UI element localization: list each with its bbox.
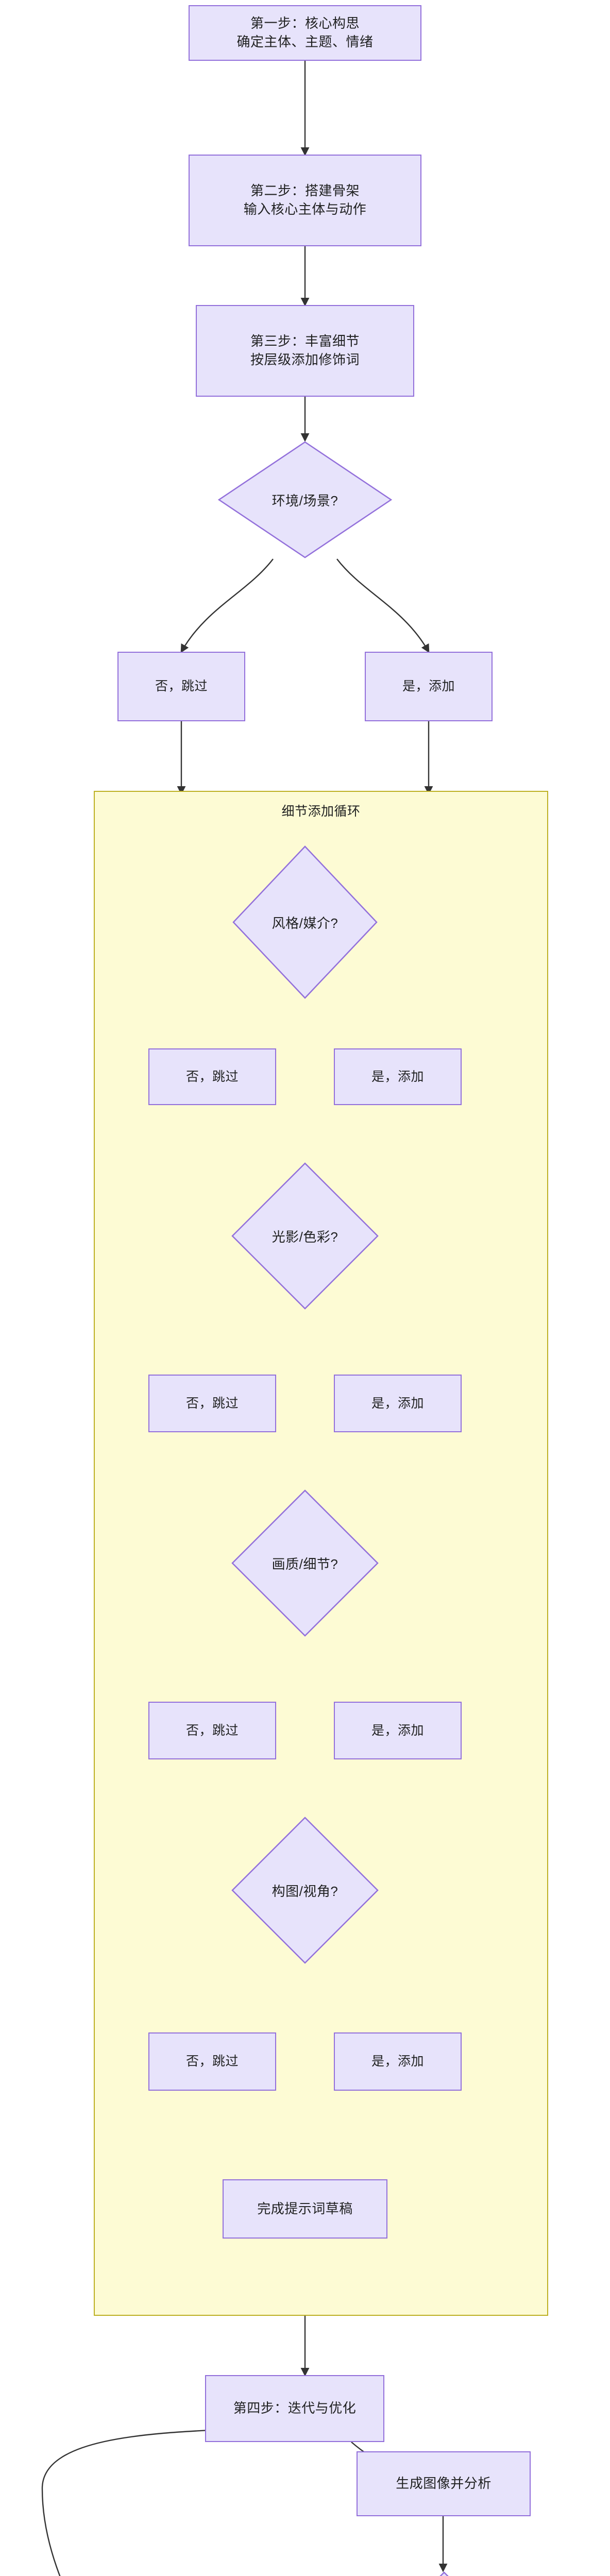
decision-style-label: 风格/媒介? (272, 915, 338, 931)
node-draft[interactable]: 完成提示词草稿 (223, 2179, 387, 2239)
decision-environment-label: 环境/场景? (272, 493, 338, 509)
node-quality-yes[interactable]: 是，添加 (334, 1702, 462, 1759)
subgraph-title: 细节添加循环 (281, 804, 361, 819)
decision-quality[interactable]: 画质/细节? (231, 1489, 379, 1637)
decision-quality-label: 画质/细节? (272, 1556, 338, 1572)
diamond-shape (232, 845, 378, 999)
decision-style[interactable]: 风格/媒介? (232, 845, 378, 999)
node-env-yes[interactable]: 是，添加 (365, 652, 493, 721)
node-style-no[interactable]: 否，跳过 (148, 1048, 276, 1105)
node-light-yes[interactable]: 是，添加 (334, 1375, 462, 1432)
decision-satisfied[interactable]: 结果满意? (370, 2571, 518, 2576)
node-env-no[interactable]: 否，跳过 (117, 652, 245, 721)
diamond-shape (439, 2571, 449, 2576)
diamond-shape (231, 1817, 379, 1964)
diamond-shape (231, 1162, 379, 1310)
decision-light-label: 光影/色彩? (272, 1229, 338, 1245)
decision-environment[interactable]: 环境/场景? (217, 440, 393, 559)
diamond-shape (217, 441, 393, 558)
node-step4[interactable]: 第四步：迭代与优化 (205, 2375, 384, 2442)
decision-light[interactable]: 光影/色彩? (231, 1162, 379, 1310)
node-light-no[interactable]: 否，跳过 (148, 1375, 276, 1432)
node-step3[interactable]: 第三步：丰富细节 按层级添加修饰词 (196, 305, 414, 397)
node-style-yes[interactable]: 是，添加 (334, 1048, 462, 1105)
node-step1[interactable]: 第一步：核心构思 确定主体、主题、情绪 (189, 5, 421, 61)
node-compose-no[interactable]: 否，跳过 (148, 2032, 276, 2091)
decision-composition[interactable]: 构图/视角? (231, 1816, 379, 1964)
node-compose-yes[interactable]: 是，添加 (334, 2032, 462, 2091)
node-quality-no[interactable]: 否，跳过 (148, 1702, 276, 1759)
node-generate[interactable]: 生成图像并分析 (357, 2451, 531, 2516)
decision-composition-label: 构图/视角? (272, 1883, 338, 1899)
diamond-shape (231, 1489, 379, 1637)
node-step2[interactable]: 第二步：搭建骨架 输入核心主体与动作 (189, 155, 421, 246)
